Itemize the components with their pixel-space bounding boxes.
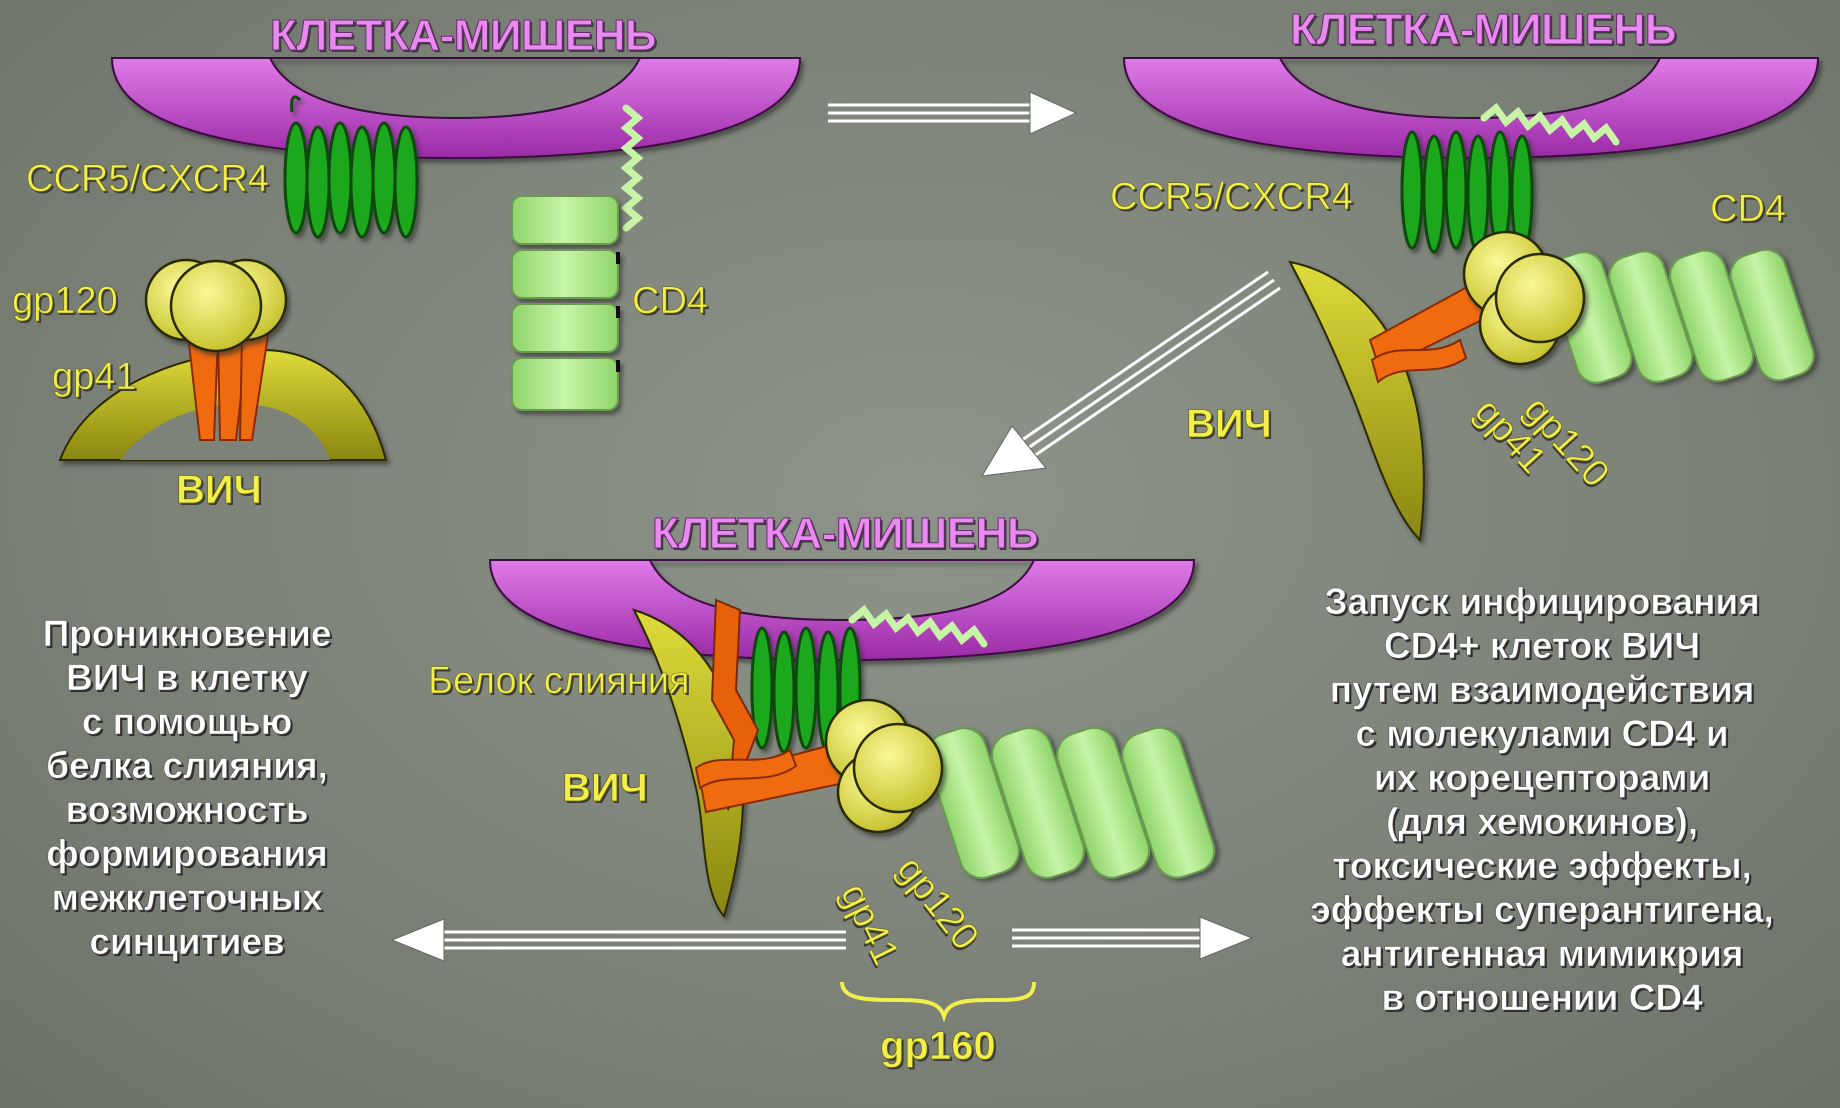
left-description-line: синцитиев [4, 920, 370, 964]
panel-1 [60, 58, 800, 460]
right-description-line: (для хемокинов), [1252, 800, 1832, 844]
right-description-line: антигенная мимикрия [1252, 932, 1832, 976]
hiv-virion-2 [1290, 262, 1424, 540]
right-description-line: CD4+ клеток ВИЧ [1252, 624, 1832, 668]
cd4-receptor [512, 196, 618, 410]
target-cell-membrane-2 [1124, 58, 1818, 158]
left-description-line: с помощью [4, 700, 370, 744]
right-description-line: их корецепторами [1252, 756, 1832, 800]
target-cell-label-1: КЛЕТКА-МИШЕНЬ [270, 14, 656, 58]
right-description: Запуск инфицирования CD4+ клеток ВИЧ пут… [1252, 580, 1832, 1020]
gp160-label: gp160 [880, 1026, 996, 1066]
right-description-line: токсические эффекты, [1252, 844, 1832, 888]
gp120-2 [1464, 232, 1584, 364]
gp160-brace [842, 982, 1034, 1016]
gp120-3 [826, 700, 942, 832]
cd4-label-1: CD4 [632, 282, 708, 320]
left-description-line: межклеточных [4, 876, 370, 920]
target-cell-membrane [112, 58, 800, 158]
cd4-receptor-3 [921, 665, 1220, 941]
hiv-label-2: ВИЧ [1186, 404, 1272, 444]
right-description-line: путем взаимодействия [1252, 668, 1832, 712]
left-description: Проникновение ВИЧ в клетку с помощью бел… [4, 612, 370, 964]
arrow-panel1-to-panel2 [828, 92, 1076, 134]
right-description-line: Запуск инфицирования [1252, 580, 1832, 624]
gp120-label-1: gp120 [12, 282, 118, 320]
target-cell-label-3: КЛЕТКА-МИШЕНЬ [652, 512, 1038, 556]
gp41-label-1: gp41 [52, 358, 137, 396]
right-description-line: с молекулами CD4 и [1252, 712, 1832, 756]
hiv-label-3: ВИЧ [562, 768, 648, 808]
coreceptor-label-2: CCR5/CXCR4 [1110, 178, 1353, 216]
hiv-label-1: ВИЧ [176, 470, 262, 510]
left-description-line: белка слияния, [4, 744, 370, 788]
cd4-receptor-2 [1543, 193, 1819, 439]
fusion-protein-label: Белок слияния [428, 662, 690, 700]
right-description-line: в отношении CD4 [1252, 976, 1832, 1020]
coreceptor-label-1: CCR5/CXCR4 [26, 160, 269, 198]
left-description-line: возможность [4, 788, 370, 832]
cd4-label-2: CD4 [1710, 190, 1786, 228]
left-description-line: Проникновение [4, 612, 370, 656]
left-description-line: формирования [4, 832, 370, 876]
left-description-line: ВИЧ в клетку [4, 656, 370, 700]
arrow-to-right-text [1012, 917, 1252, 959]
arrow-to-left-text [392, 919, 846, 961]
right-description-line: эффекты суперантигена, [1252, 888, 1832, 932]
target-cell-label-2: КЛЕТКА-МИШЕНЬ [1290, 8, 1676, 52]
